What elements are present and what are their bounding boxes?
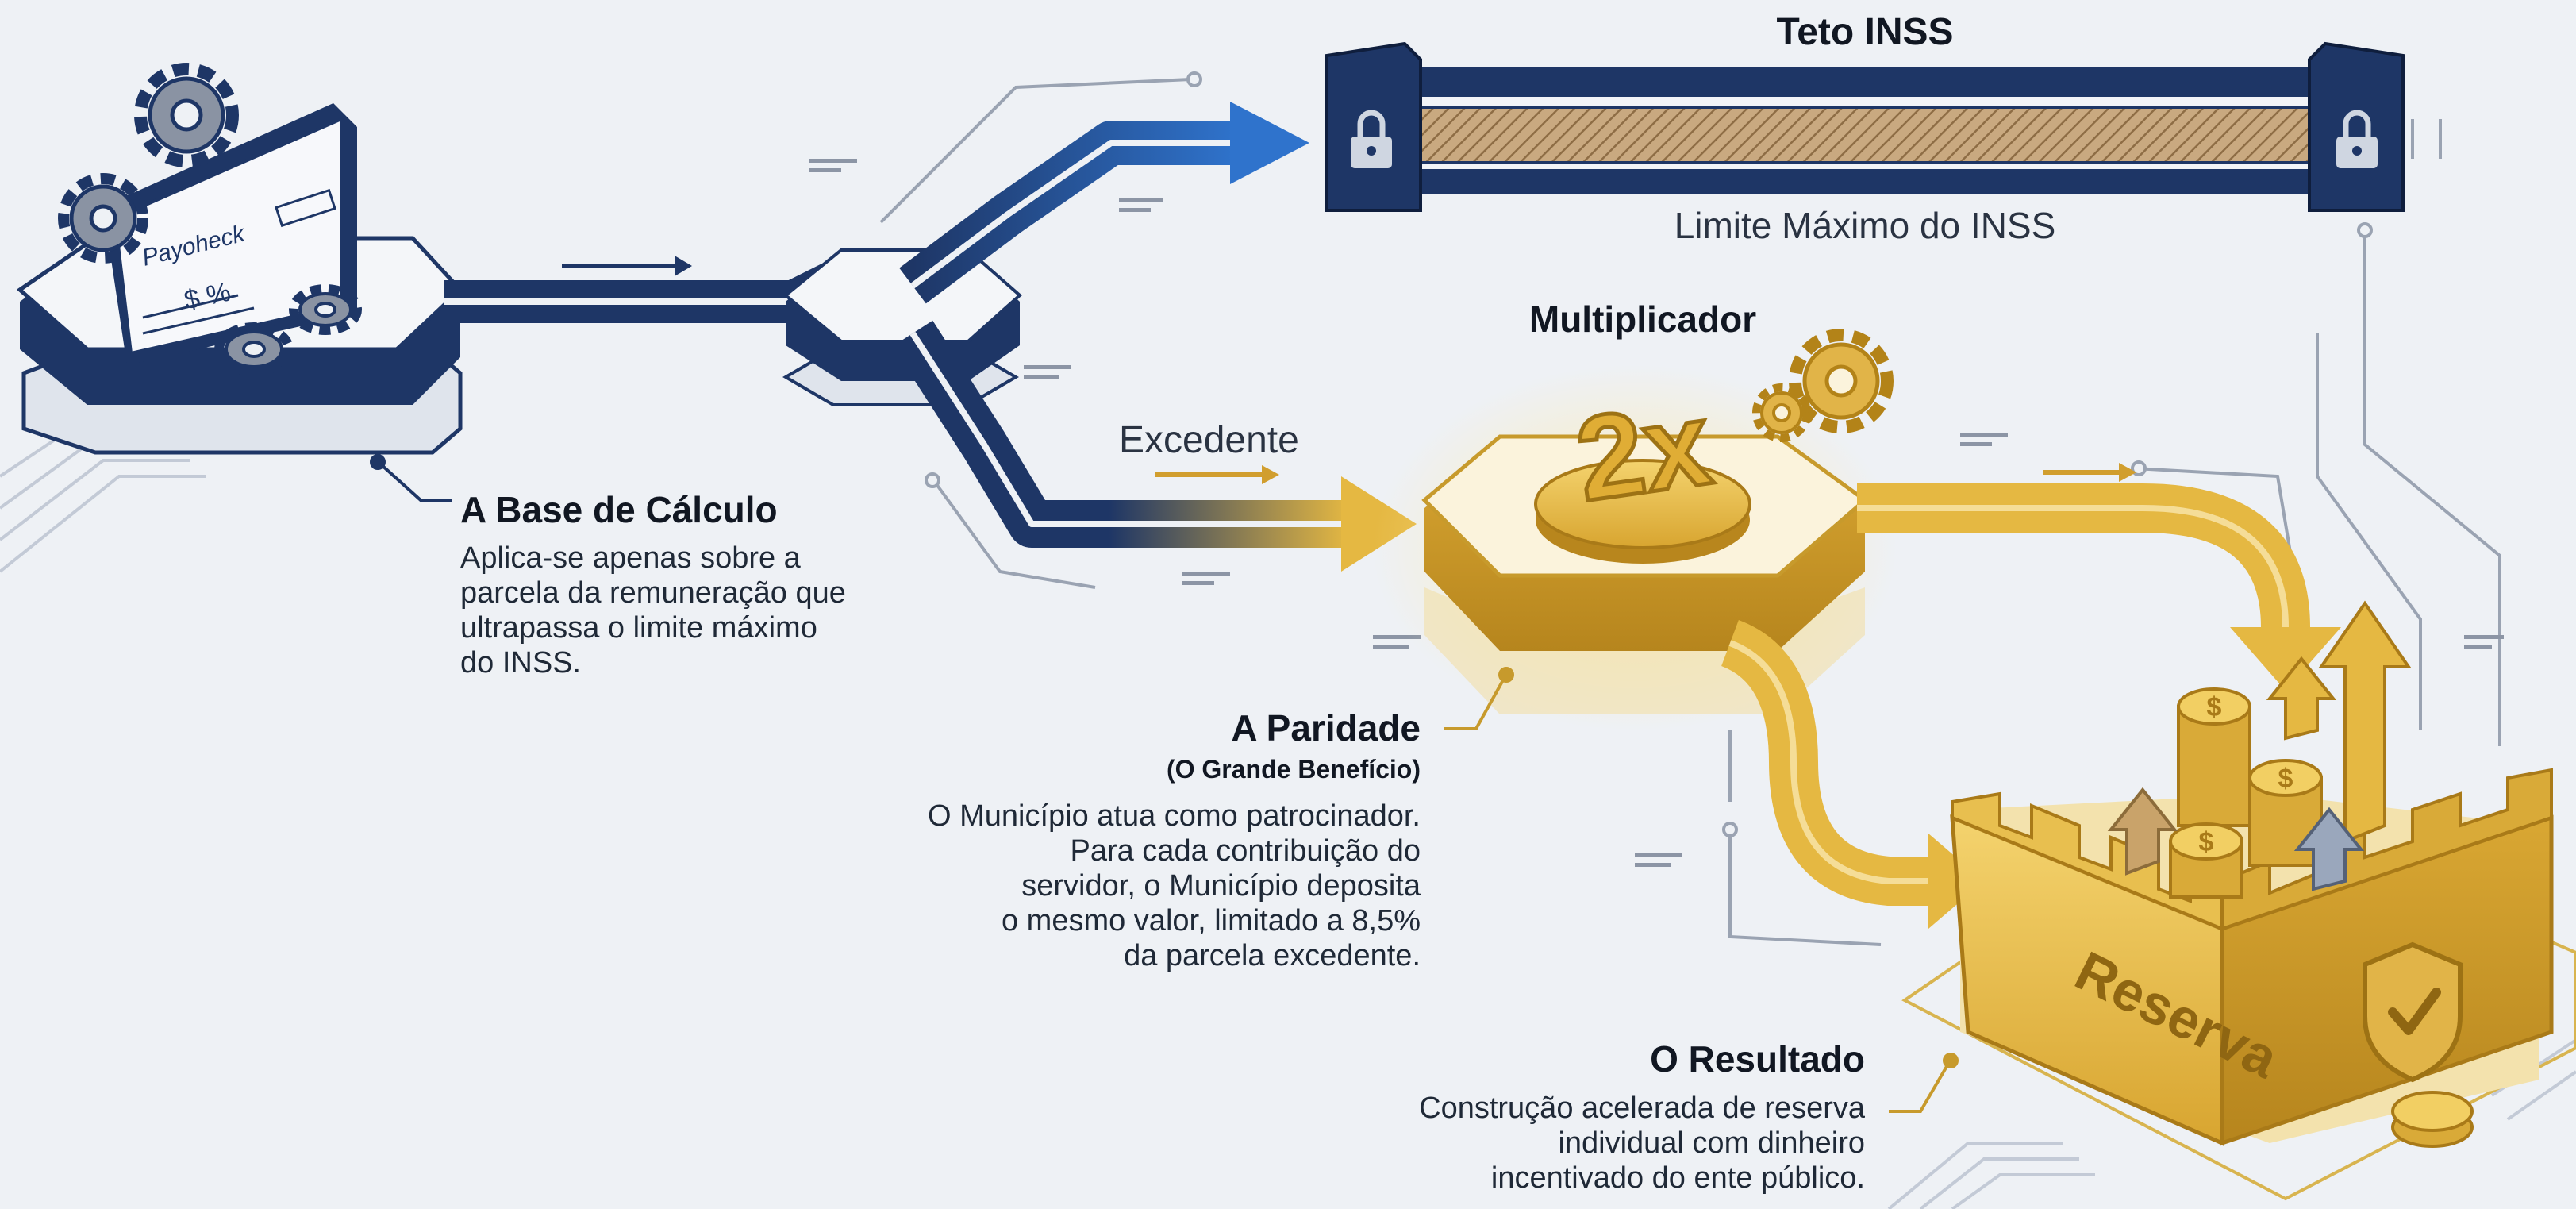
lock-icon — [2336, 110, 2378, 168]
parity-line-1: O Município atua como patrocinador. — [928, 799, 1421, 833]
parity-subtitle: (O Grande Benefício) — [1167, 755, 1421, 784]
splitter-node — [782, 248, 1023, 406]
result-line-3: incentivado do ente público. — [1491, 1161, 1865, 1195]
parity-line-2: Para cada contribuição do — [1070, 834, 1421, 868]
gear-icon — [289, 284, 362, 335]
multiplier-title: Multiplicador — [1529, 298, 1756, 340]
svg-text:$: $ — [2278, 764, 2293, 794]
arrow-up-icon — [2266, 656, 2337, 741]
arrow-up-icon — [2293, 807, 2365, 891]
dollar-coin-icon: $ — [2177, 687, 2251, 827]
result-annotation: O Resultado Construção acelerada de rese… — [1419, 1038, 1866, 1195]
svg-text:$: $ — [2207, 692, 2222, 722]
parity-line-5: da parcela excedente. — [1124, 939, 1421, 972]
base-title: A Base de Cálculo — [460, 489, 778, 530]
shield-check-icon — [2363, 941, 2463, 1083]
excess-label: Excedente — [1119, 419, 1299, 461]
base-line-2: parcela da remuneração que — [460, 576, 846, 610]
parity-title: A Paridade — [1231, 707, 1421, 749]
arrow-right-icon — [562, 256, 692, 276]
base-line-1: Aplica-se apenas sobre a — [460, 541, 802, 575]
ceiling-subtitle: Limite Máximo do INSS — [1674, 205, 2056, 246]
base-line-3: ultrapassa o limite máximo — [460, 611, 817, 645]
gear-icon — [58, 173, 148, 264]
dollar-coin-icon: $ — [2169, 822, 2243, 899]
ceiling-branch — [899, 102, 1309, 304]
gear-icon — [1752, 383, 1811, 442]
arrow-up-icon — [2318, 600, 2412, 844]
connector-lines — [879, 71, 2501, 946]
lock-icon — [1351, 110, 1392, 168]
gear-icon — [1789, 329, 1894, 433]
arrow-right-icon — [1155, 465, 1279, 484]
gear-icon — [214, 322, 294, 376]
multiplier-block: 2x — [1373, 365, 1897, 730]
result-line-1: Construção acelerada de reserva — [1419, 1092, 1866, 1125]
annotation-leaders — [370, 454, 452, 502]
data-ticks — [809, 159, 2504, 867]
result-title: O Resultado — [1650, 1038, 1865, 1080]
multiplier-badge: 2x — [1569, 375, 1719, 526]
annotation-leaders-gold — [1444, 667, 1959, 1113]
ceiling-bar — [1325, 41, 2405, 212]
base-annotation: A Base de Cálculo Aplica-se apenas sobre… — [460, 489, 846, 680]
base-line-4: do INSS. — [460, 646, 581, 680]
svg-text:$: $ — [2199, 827, 2214, 857]
arrow-right-icon — [2043, 463, 2136, 482]
parity-annotation: A Paridade (O Grande Benefício) O Municí… — [928, 707, 1421, 972]
circuit-lines — [0, 427, 2576, 1209]
ceiling-title: Teto INSS — [1776, 11, 1953, 53]
parity-line-3: servidor, o Município deposita — [1021, 869, 1421, 903]
arrow-up-icon — [2107, 787, 2178, 876]
gear-icon — [134, 63, 239, 167]
parity-line-4: o mesmo valor, limitado a 8,5% — [1002, 904, 1421, 938]
result-line-2: individual com dinheiro — [1558, 1126, 1865, 1160]
dollar-coin-icon — [2391, 1091, 2474, 1148]
